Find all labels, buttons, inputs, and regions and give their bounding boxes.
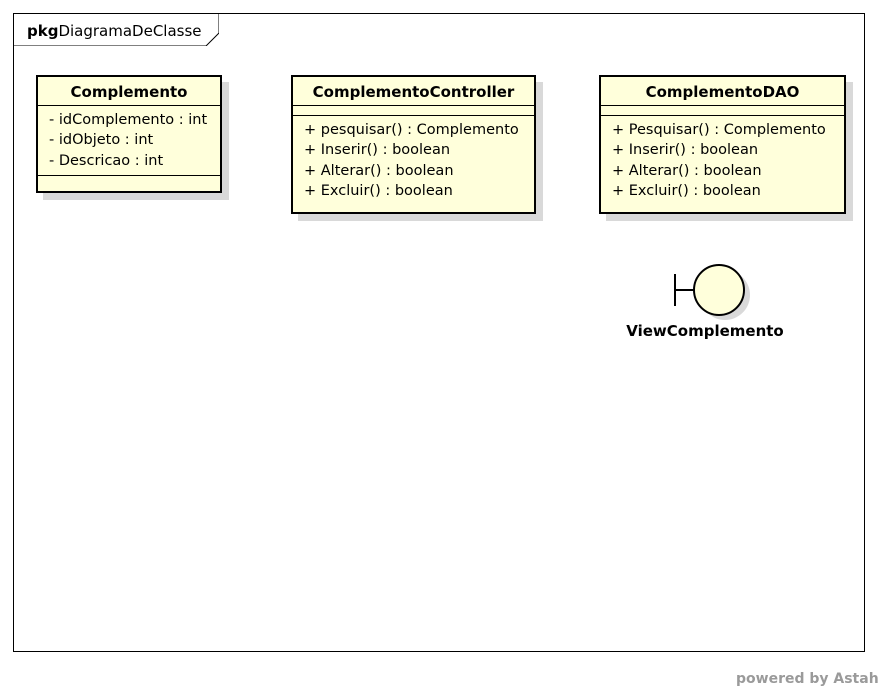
class-complemento[interactable]: Complemento - idComplemento : int - idOb…	[36, 75, 222, 193]
boundary-name: ViewComplemento	[626, 322, 784, 340]
attribute-compartment	[601, 106, 844, 116]
package-frame	[13, 13, 865, 652]
attribute-compartment: - idComplemento : int - idObjeto : int -…	[38, 106, 220, 175]
boundary-icon[interactable]	[673, 262, 763, 322]
package-keyword: pkg	[27, 22, 59, 40]
class-name: ComplementoDAO	[601, 77, 844, 106]
watermark-text: powered by Astah	[736, 671, 879, 687]
attribute-compartment	[293, 106, 534, 116]
operation: + pesquisar() : Complemento	[304, 122, 519, 138]
class-name: ComplementoController	[293, 77, 534, 106]
operation: + Inserir() : boolean	[612, 142, 759, 159]
operation-compartment: + pesquisar() : Complemento + Inserir() …	[293, 116, 534, 205]
operation: + Alterar() : boolean	[612, 162, 762, 179]
attribute: - Descricao : int	[49, 152, 164, 169]
class-complementodao[interactable]: ComplementoDAO + Pesquisar() : Complemen…	[599, 75, 846, 214]
class-name: Complemento	[38, 77, 220, 106]
attribute: - idObjeto : int	[49, 132, 154, 149]
package-label: pkgDiagramaDeClasse	[27, 22, 202, 40]
operation-compartment	[38, 174, 220, 190]
operation: + Excluir() : boolean	[612, 182, 761, 199]
attribute: - idComplemento : int	[49, 112, 208, 128]
package-frame-tab: pkgDiagramaDeClasse	[13, 13, 219, 46]
astah-watermark: powered by Astah	[736, 671, 880, 687]
package-name: DiagramaDeClasse	[58, 22, 202, 40]
operation: + Pesquisar() : Complemento	[612, 122, 826, 138]
operation: + Inserir() : boolean	[304, 142, 451, 159]
operation-compartment: + Pesquisar() : Complemento + Inserir() …	[601, 116, 844, 205]
operation: + Excluir() : boolean	[304, 182, 453, 199]
operation: + Alterar() : boolean	[304, 162, 454, 179]
class-complementocontroller[interactable]: ComplementoController + pesquisar() : Co…	[291, 75, 536, 214]
